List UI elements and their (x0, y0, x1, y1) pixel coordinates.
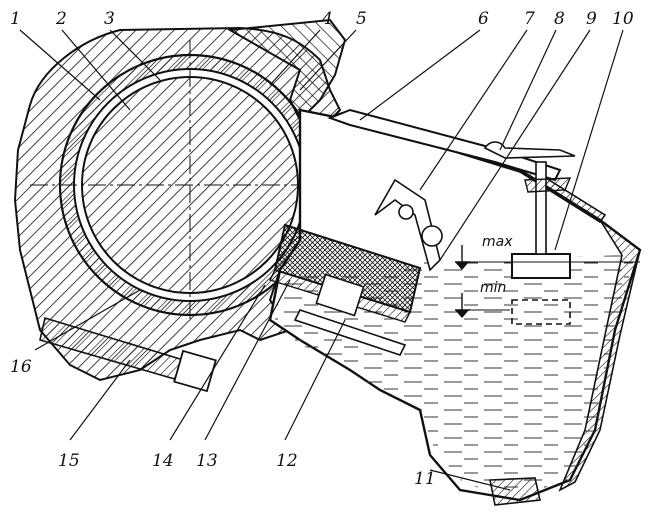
leader-lines (19, 29, 624, 491)
callout-10: 10 (612, 9, 634, 29)
callout-7: 7 (524, 9, 535, 29)
callout-11: 11 (414, 469, 436, 489)
float (511, 253, 571, 279)
callout-6: 6 (478, 9, 489, 29)
callout-4: 4 (321, 9, 333, 29)
float-low-position (511, 299, 571, 325)
callout-14: 14 (152, 451, 174, 471)
callout-16: 16 (10, 357, 32, 377)
callout-3: 3 (104, 9, 115, 29)
callout-13: 13 (196, 451, 218, 471)
indicator-lever (483, 141, 576, 159)
callout-1: 1 (10, 9, 21, 29)
callout-2: 2 (55, 9, 67, 29)
callout-8: 8 (554, 9, 565, 29)
callout-12: 12 (276, 451, 298, 471)
pan-wall-right (558, 219, 641, 492)
callout-15: 15 (58, 451, 80, 471)
spring-clip (374, 178, 441, 272)
upper-casting (226, 18, 347, 122)
drain-plug (489, 477, 541, 506)
min-level-label: min (480, 280, 506, 296)
feed-pipe (293, 309, 407, 356)
oil-liquid (275, 255, 635, 495)
callout-5: 5 (356, 9, 367, 29)
max-level-label: max (482, 234, 513, 250)
cover-plate (327, 108, 562, 182)
callout-9: 9 (586, 9, 597, 29)
